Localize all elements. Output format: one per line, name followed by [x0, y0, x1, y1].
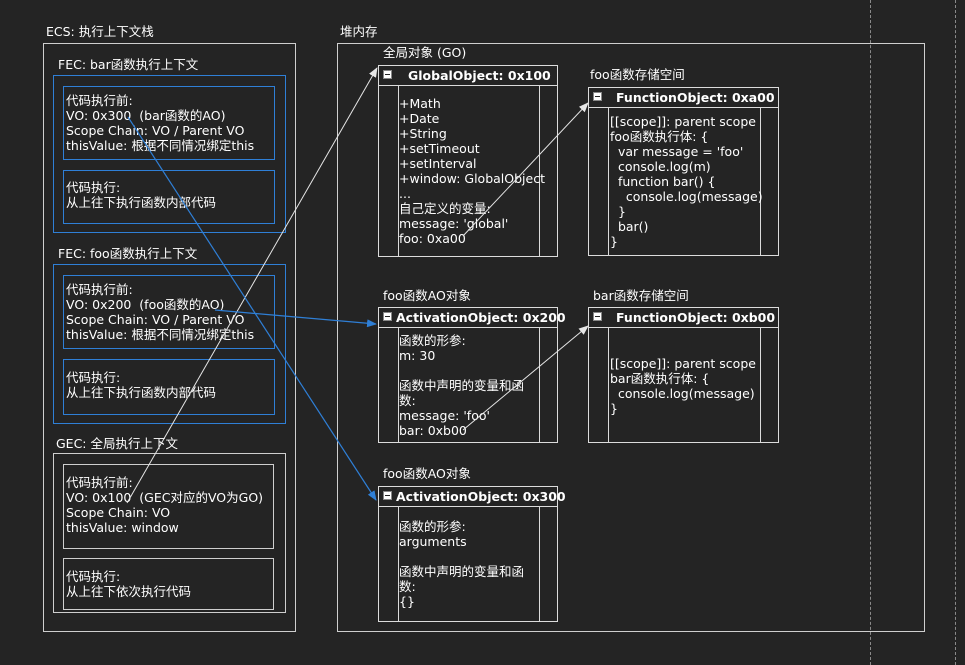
box-side-column [589, 328, 609, 442]
activation-object-0x200-title: ActivationObject: 0x200 [396, 310, 566, 325]
bar-function-object-title: FunctionObject: 0xb00 [616, 310, 776, 325]
go-caption: 全局对象 (GO) [383, 45, 467, 60]
activation-object-0x200-box: ActivationObject: 0x200 函数的形参: m: 30 函数中… [378, 307, 566, 443]
fec-bar-title: FEC: bar函数执行上下文 [58, 57, 199, 72]
foo-function-object-body: [[scope]]: parent scope foo函数执行体: { var … [610, 114, 763, 249]
fec-bar-before-box [63, 86, 275, 160]
foo-function-object-title: FunctionObject: 0xa00 [616, 90, 775, 105]
fec-bar-exec-box [63, 170, 275, 224]
gec-exec-box [63, 558, 274, 610]
activation-object-0x300-header: ActivationObject: 0x300 [379, 487, 566, 507]
foo-fn-caption: foo函数存储空间 [590, 67, 685, 82]
arrow-foo-to-function-object [462, 102, 589, 237]
collapse-icon[interactable] [383, 491, 392, 500]
fec-foo-title: FEC: foo函数执行上下文 [58, 246, 198, 261]
global-object-body: +Math +Date +String +setTimeout +setInte… [399, 96, 545, 246]
collapse-icon[interactable] [383, 70, 392, 79]
activation-object-0x300-box: ActivationObject: 0x300 函数的形参: arguments… [378, 486, 566, 622]
fec-foo-exec-text: 代码执行: 从上往下执行函数内部代码 [66, 370, 217, 400]
box-side-column [539, 86, 557, 256]
bar-ao-caption: foo函数AO对象 [383, 466, 471, 481]
guide-line [870, 0, 871, 665]
bar-function-object-box: FunctionObject: 0xb00 [[scope]]: parent … [588, 307, 779, 443]
foo-function-object-box: FunctionObject: 0xa00 [[scope]]: parent … [588, 87, 779, 256]
heap-title: 堆内存 [340, 24, 378, 39]
global-object-header: GlobalObject: 0x100 [379, 66, 557, 86]
gec-before-box [63, 464, 274, 549]
global-object-box: GlobalObject: 0x100 +Math +Date +String … [378, 65, 558, 257]
ecs-frame [43, 43, 296, 632]
collapse-icon[interactable] [593, 312, 602, 321]
bar-function-object-body: [[scope]]: parent scope bar函数执行体: { cons… [610, 356, 756, 416]
box-side-column [379, 86, 399, 256]
box-side-column [589, 108, 609, 255]
box-side-column [539, 507, 557, 621]
heap-frame [337, 43, 925, 632]
foo-function-object-header: FunctionObject: 0xa00 [589, 88, 778, 108]
gec-frame [53, 453, 286, 613]
collapse-icon[interactable] [593, 92, 602, 101]
fec-bar-exec-text: 代码执行: 从上往下执行函数内部代码 [66, 180, 217, 210]
guide-line [955, 0, 956, 665]
bar-function-object-header: FunctionObject: 0xb00 [589, 308, 778, 328]
box-side-column [379, 328, 399, 442]
fec-bar-before-text: 代码执行前: VO: 0x300 (bar函数的AO) Scope Chain:… [66, 93, 255, 153]
box-side-column [379, 507, 399, 621]
global-object-title: GlobalObject: 0x100 [408, 68, 551, 83]
arrow-bar-to-function-object [462, 325, 589, 431]
gec-title: GEC: 全局执行上下文 [56, 436, 178, 451]
box-side-column [760, 108, 778, 255]
fec-foo-exec-box [63, 359, 275, 415]
bar-fn-caption: bar函数存储空间 [593, 288, 689, 303]
fec-foo-before-box [63, 275, 275, 349]
ecs-title: ECS: 执行上下文栈 [46, 24, 154, 39]
box-side-column [539, 328, 557, 442]
activation-object-0x300-body: 函数的形参: arguments 函数中声明的变量和函 数: {} [399, 519, 525, 609]
activation-object-0x300-title: ActivationObject: 0x300 [396, 489, 566, 504]
fec-foo-frame [53, 264, 286, 424]
gec-before-text: 代码执行前: VO: 0x100 (GEC对应的VO为GO) Scope Cha… [66, 475, 264, 535]
arrow-fec-bar-vo-to-ao [127, 116, 377, 501]
foo-ao-caption: foo函数AO对象 [383, 288, 471, 303]
arrow-fec-foo-vo-to-ao [214, 309, 377, 328]
activation-object-0x200-header: ActivationObject: 0x200 [379, 308, 566, 328]
gec-exec-text: 代码执行: 从上往下依次执行代码 [66, 569, 192, 599]
collapse-icon[interactable] [383, 312, 392, 321]
arrow-gec-vo-to-global-object [126, 67, 378, 504]
activation-object-0x200-body: 函数的形参: m: 30 函数中声明的变量和函 数: message: 'foo… [399, 333, 525, 438]
box-side-column [760, 328, 778, 442]
fec-bar-frame [53, 75, 286, 233]
